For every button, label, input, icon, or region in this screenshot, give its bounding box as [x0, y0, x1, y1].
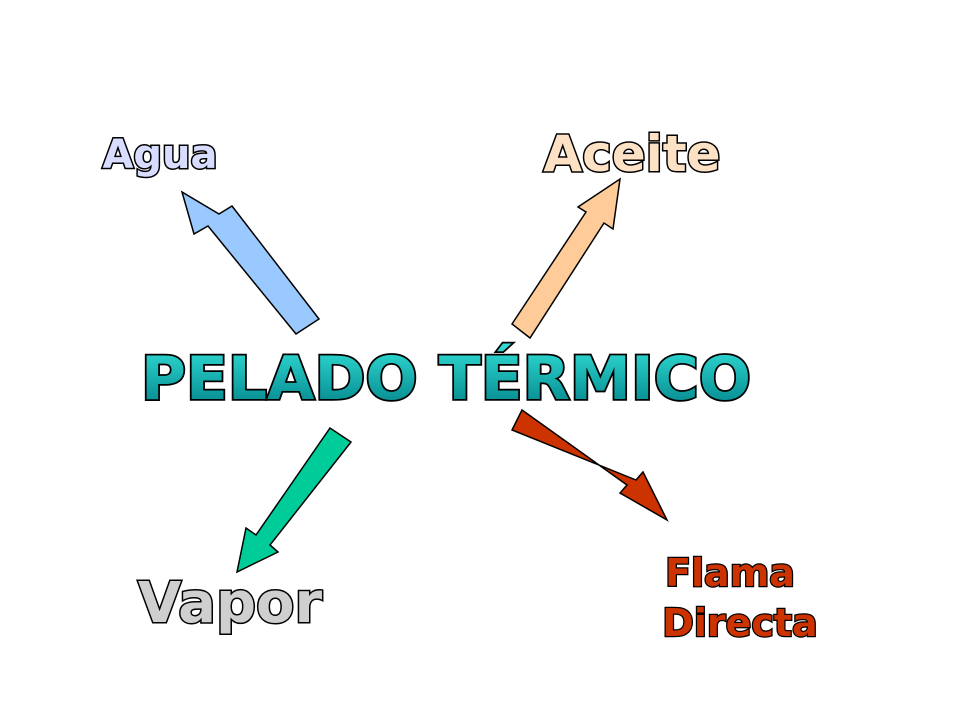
arrow-to-flama-directa — [510, 408, 669, 522]
arrow-to-agua — [180, 190, 321, 335]
label-aceite: Aceite — [543, 125, 720, 183]
label-flama: Flama — [665, 551, 795, 595]
arrow-to-vapor — [235, 426, 353, 574]
center-title: PELADO TÉRMICO — [141, 342, 751, 414]
label-vapor: Vapor — [138, 571, 323, 636]
label-agua: Agua — [102, 132, 217, 178]
label-directa: Directa — [662, 601, 817, 645]
arrow-to-aceite — [510, 177, 621, 340]
